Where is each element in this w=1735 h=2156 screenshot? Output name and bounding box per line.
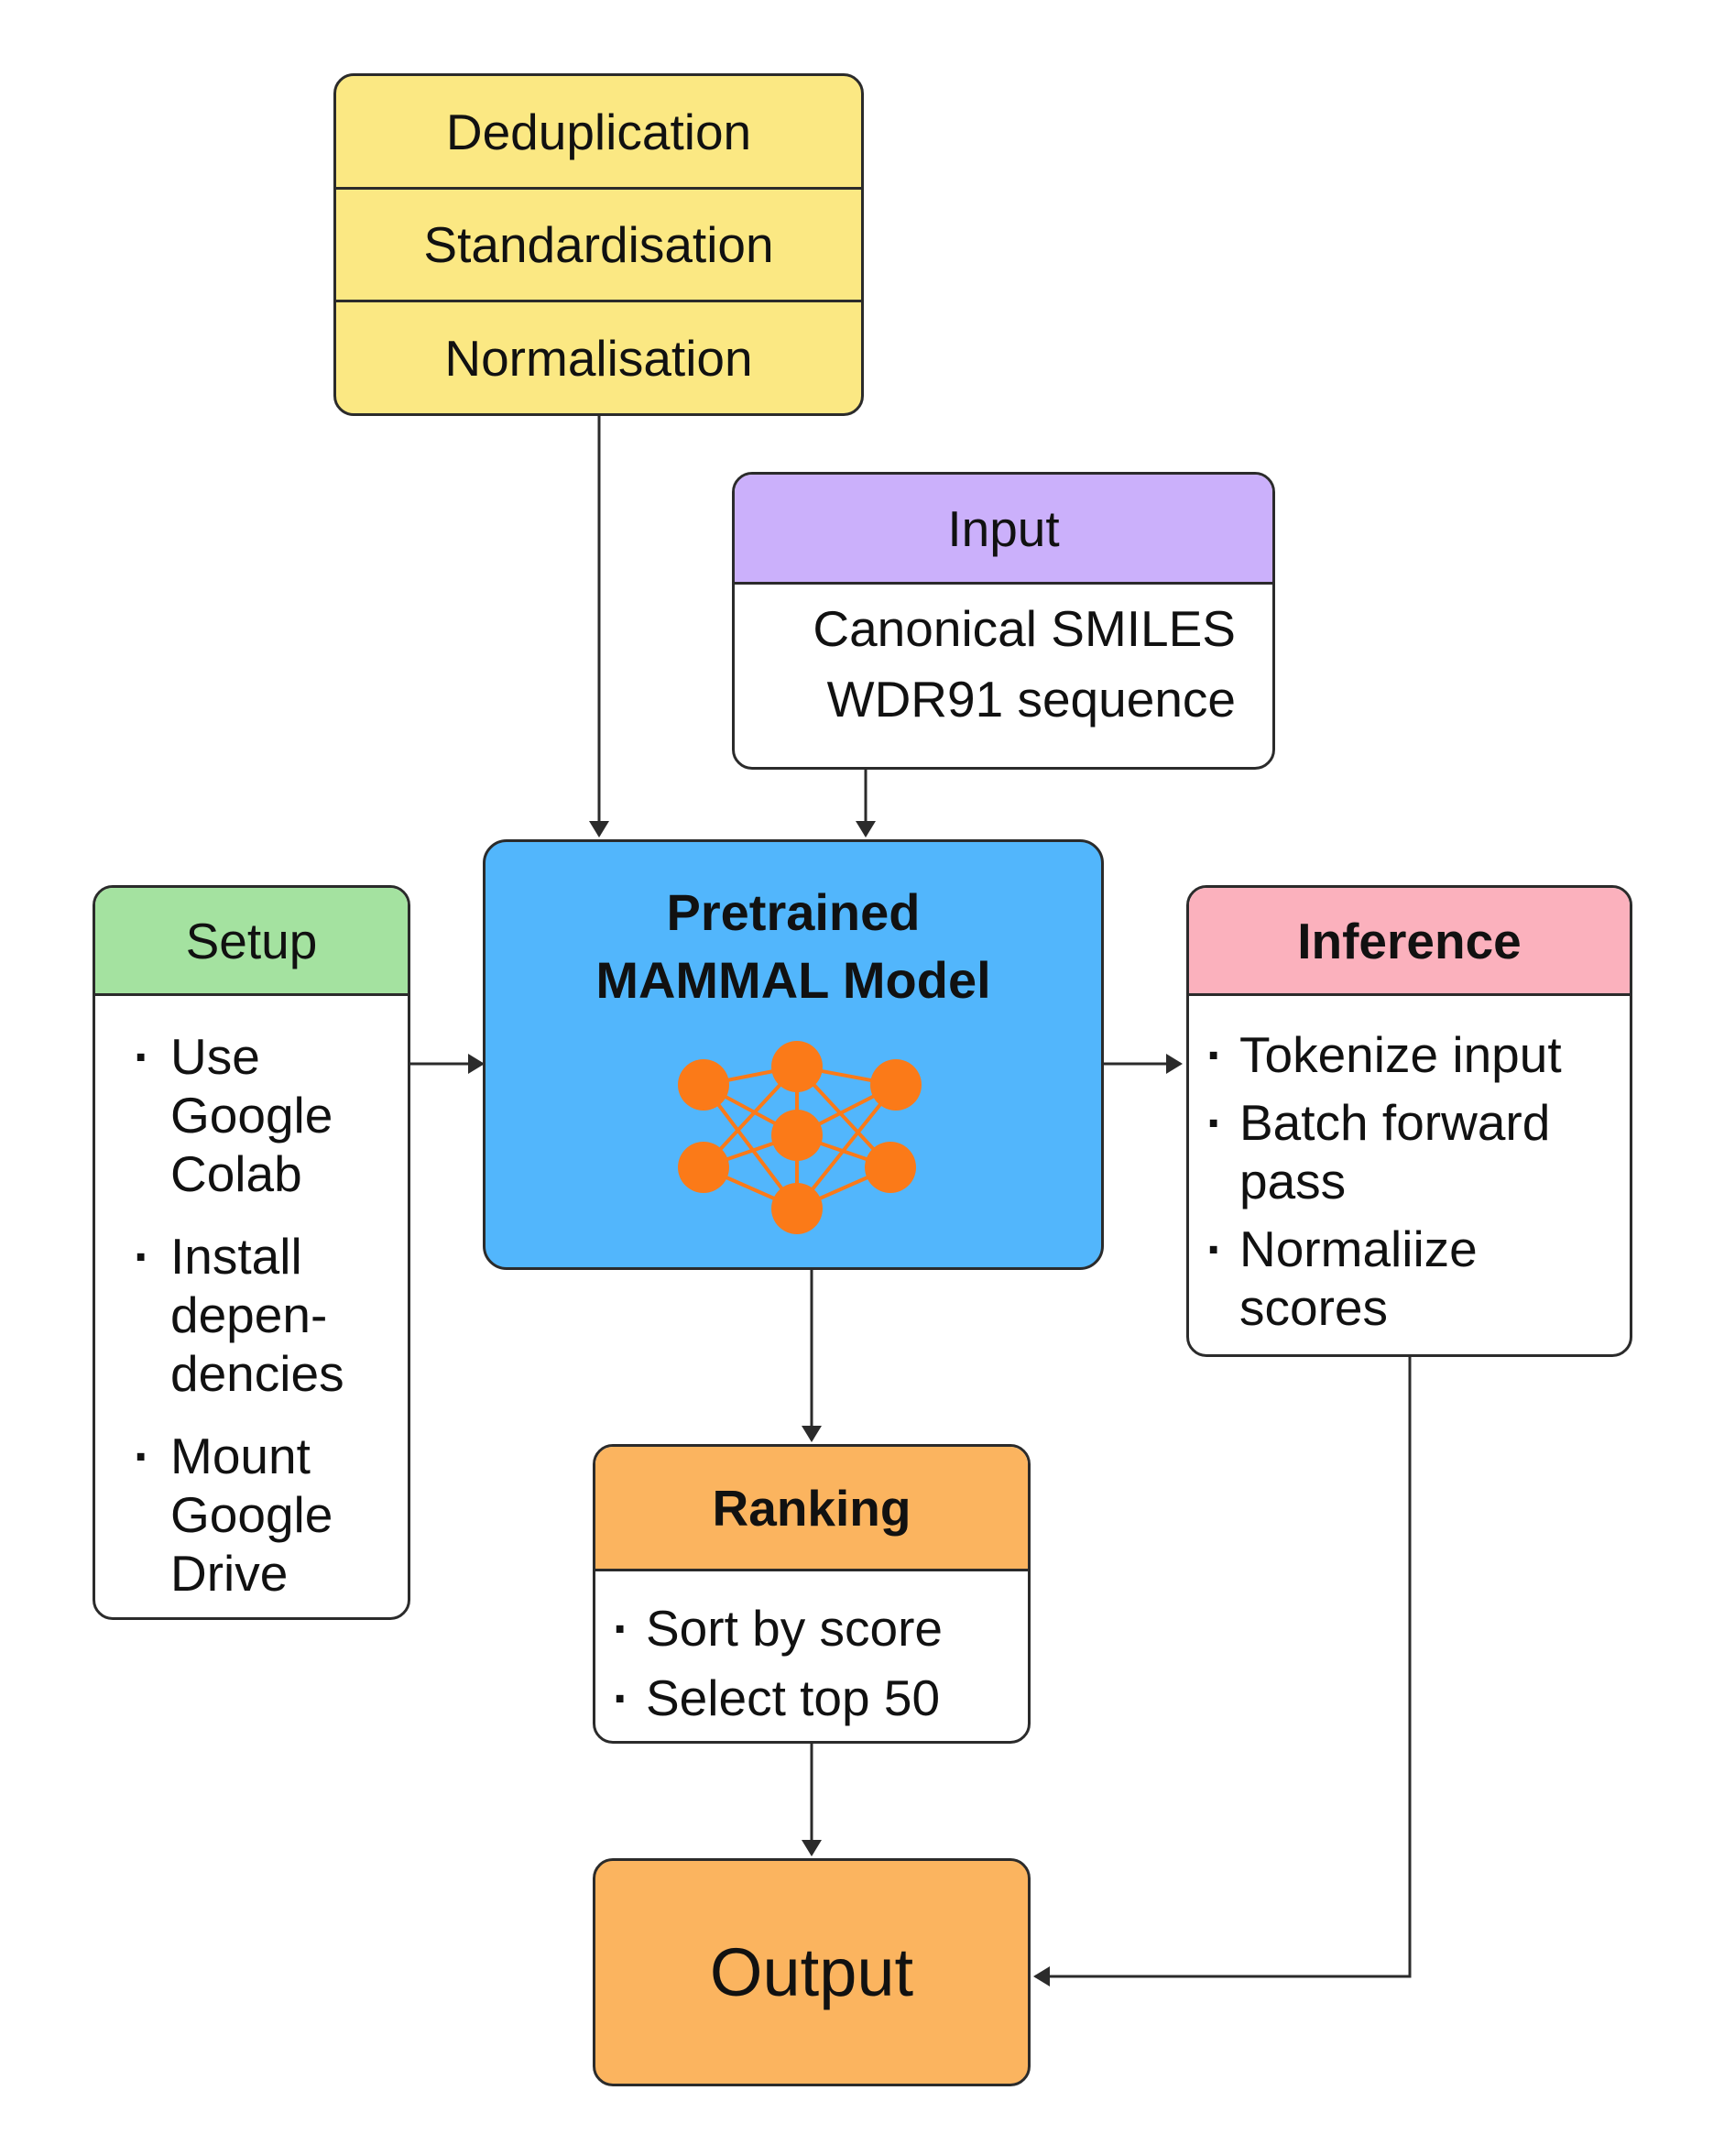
inference-list: Tokenize input Batch forward pass Normal… [1206, 1025, 1562, 1337]
setup-item-dependencies: Install depen- dencies [134, 1227, 344, 1403]
model-title-line1: Pretrained [666, 883, 921, 941]
input-line-smiles: Canonical SMILES [813, 600, 1236, 657]
network-node [771, 1041, 823, 1092]
arrowhead-preprocess [589, 821, 609, 837]
model-title: Pretrained MAMMAL Model [486, 879, 1101, 1014]
network-node [678, 1059, 729, 1111]
neural-network-icon [678, 1041, 922, 1234]
arrowhead-output-top [802, 1840, 822, 1856]
arrowhead-inference [1166, 1054, 1183, 1074]
ranking-title: Ranking [712, 1479, 911, 1537]
arrowhead-setup [468, 1054, 485, 1074]
input-title: Input [947, 499, 1060, 557]
arrowhead-input [856, 821, 876, 837]
input-header: Input [735, 475, 1272, 585]
inference-box: Inference Tokenize input Batch forward p… [1186, 885, 1632, 1357]
setup-title: Setup [185, 912, 318, 969]
setup-box: Setup Use Google Colab Install depen- de… [93, 885, 410, 1620]
network-node [678, 1142, 729, 1193]
inference-title: Inference [1297, 912, 1522, 969]
setup-item-colab: Use Google Colab [134, 1027, 344, 1203]
input-box: Input Canonical SMILES WDR91 sequence [732, 472, 1275, 770]
network-node [771, 1110, 823, 1161]
ranking-item-sort: Sort by score [613, 1593, 943, 1663]
model-box: Pretrained MAMMAL Model [483, 839, 1104, 1270]
preprocess-step-deduplication: Deduplication [336, 76, 861, 190]
arrow-inference-to-output [1035, 1357, 1412, 1978]
arrowhead-ranking [802, 1426, 822, 1442]
inference-header: Inference [1189, 888, 1630, 996]
output-box: Output [593, 1858, 1031, 2086]
network-node [870, 1059, 922, 1111]
preprocess-box: Deduplication Standardisation Normalisat… [333, 73, 864, 416]
inference-item-tokenize: Tokenize input [1206, 1025, 1562, 1084]
input-body: Canonical SMILES WDR91 sequence [735, 594, 1272, 735]
inference-item-normalize: Normaliize scores [1206, 1220, 1562, 1337]
ranking-box: Ranking Sort by score Select top 50 [593, 1444, 1031, 1744]
inference-item-forward: Batch forward pass [1206, 1093, 1562, 1210]
output-title: Output [709, 1934, 914, 2010]
preprocess-step-normalisation: Normalisation [444, 329, 753, 387]
ranking-list: Sort by score Select top 50 [613, 1593, 943, 1733]
ranking-item-top: Select top 50 [613, 1663, 943, 1733]
ranking-header: Ranking [595, 1447, 1028, 1571]
setup-list: Use Google Colab Install depen- dencies … [134, 1027, 344, 1603]
input-line-sequence: WDR91 sequence [826, 671, 1236, 728]
setup-header: Setup [95, 888, 408, 996]
network-node [771, 1183, 823, 1234]
preprocess-step-standardisation: Standardisation [336, 190, 861, 302]
setup-item-drive: Mount Google Drive [134, 1427, 344, 1603]
arrowhead-output-side [1033, 1966, 1050, 1986]
network-node [865, 1142, 916, 1193]
model-title-line2: MAMMAL Model [595, 951, 991, 1009]
